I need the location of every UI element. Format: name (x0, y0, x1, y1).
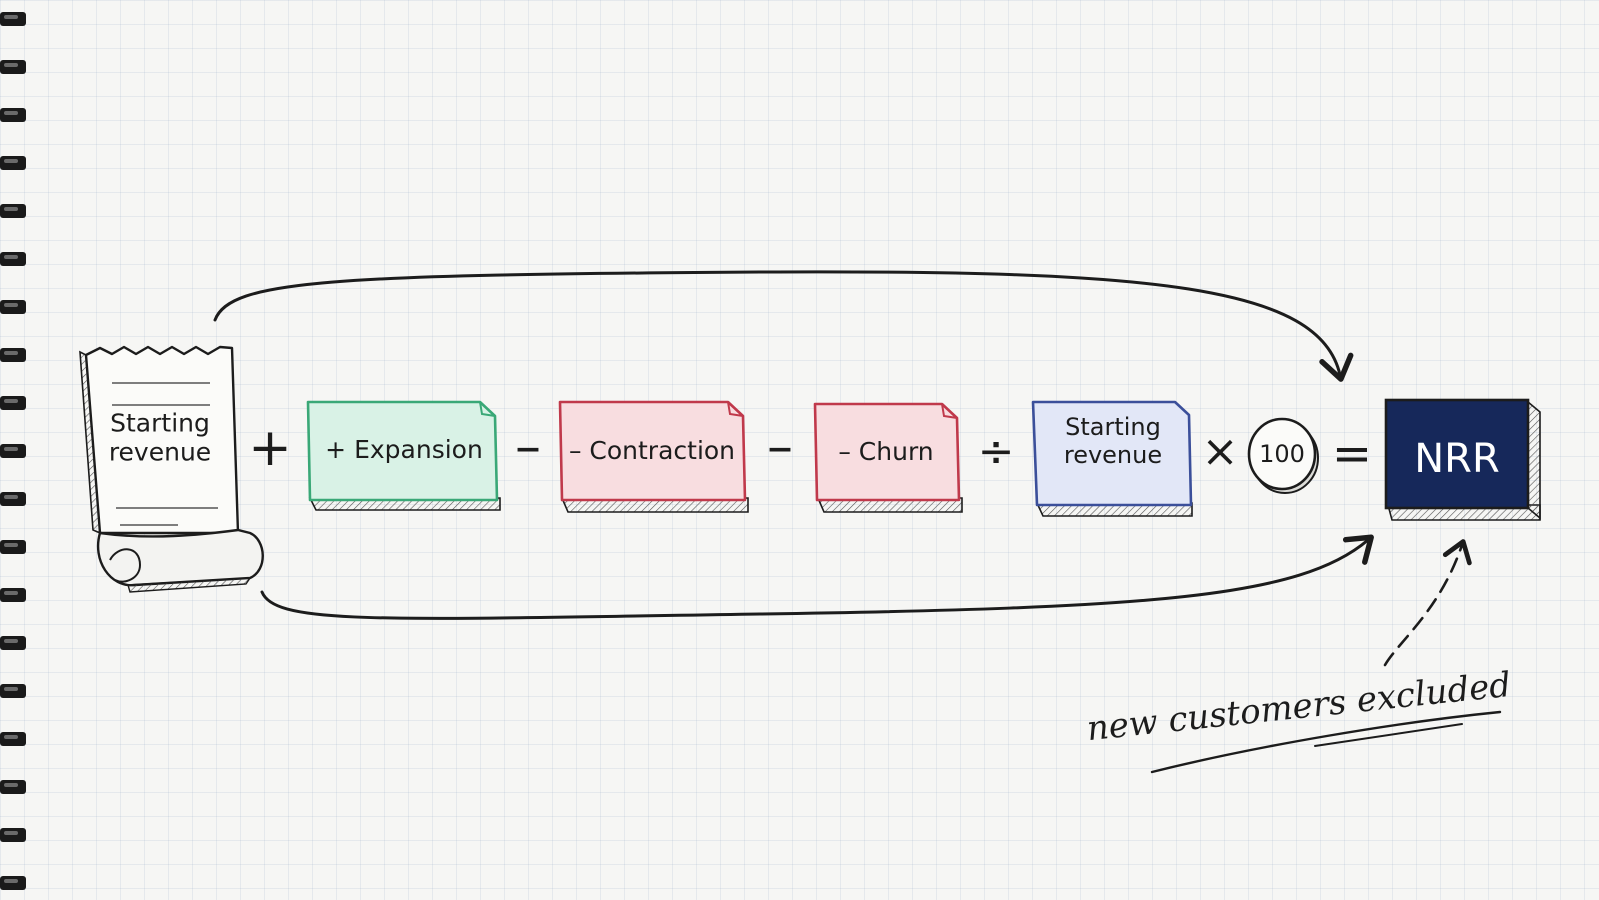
nrr-card-face (1384, 398, 1530, 510)
annotation-dashed-arrow (1383, 539, 1472, 667)
contraction-card: – Contraction (558, 400, 749, 513)
notebook-spiral-binding (0, 12, 26, 890)
spiral-ring (0, 60, 26, 74)
times-operator: × (1202, 426, 1239, 477)
spiral-ring (0, 444, 26, 458)
spiral-ring (0, 12, 26, 26)
spiral-ring (0, 540, 26, 554)
spiral-ring (0, 732, 26, 746)
annotation-new-customers-excluded: new customers excluded (1085, 665, 1513, 749)
spiral-ring (0, 396, 26, 410)
nrr-result-card: NRR (1384, 398, 1541, 521)
spiral-ring (0, 684, 26, 698)
plus-operator: + (248, 418, 292, 478)
spiral-ring (0, 300, 26, 314)
annotation-underline (1150, 710, 1502, 774)
top-flow-arrow (213, 270, 1354, 382)
spiral-ring (0, 588, 26, 602)
hundred-coin: 100 (1247, 417, 1319, 494)
contraction-card-face (558, 400, 747, 502)
hundred-label: 100 (1259, 440, 1305, 468)
expansion-card: + Expansion (306, 400, 501, 511)
spiral-ring (0, 348, 26, 362)
minus-operator-1: – (515, 417, 541, 477)
spiral-ring (0, 492, 26, 506)
nrr-label: NRR (1414, 436, 1500, 482)
contraction-label: – Contraction (569, 436, 735, 465)
bottom-flow-arrow (260, 534, 1374, 620)
spiral-ring (0, 204, 26, 218)
spiral-ring (0, 108, 26, 122)
churn-label: – Churn (838, 437, 933, 466)
expansion-label: + Expansion (325, 435, 483, 464)
minus-operator-2: – (767, 417, 793, 477)
spiral-ring (0, 252, 26, 266)
equals-operator: = (1332, 426, 1372, 482)
divisor-card-face (1031, 400, 1193, 507)
churn-card: – Churn (813, 402, 963, 513)
spiral-ring (0, 876, 26, 890)
spiral-ring (0, 828, 26, 842)
churn-card-face (813, 402, 961, 502)
spiral-ring (0, 636, 26, 650)
spiral-ring (0, 156, 26, 170)
spiral-ring (0, 780, 26, 794)
divide-operator: ÷ (978, 426, 1015, 477)
expansion-card-face (306, 400, 499, 502)
annotation-underline-2 (1314, 723, 1463, 747)
